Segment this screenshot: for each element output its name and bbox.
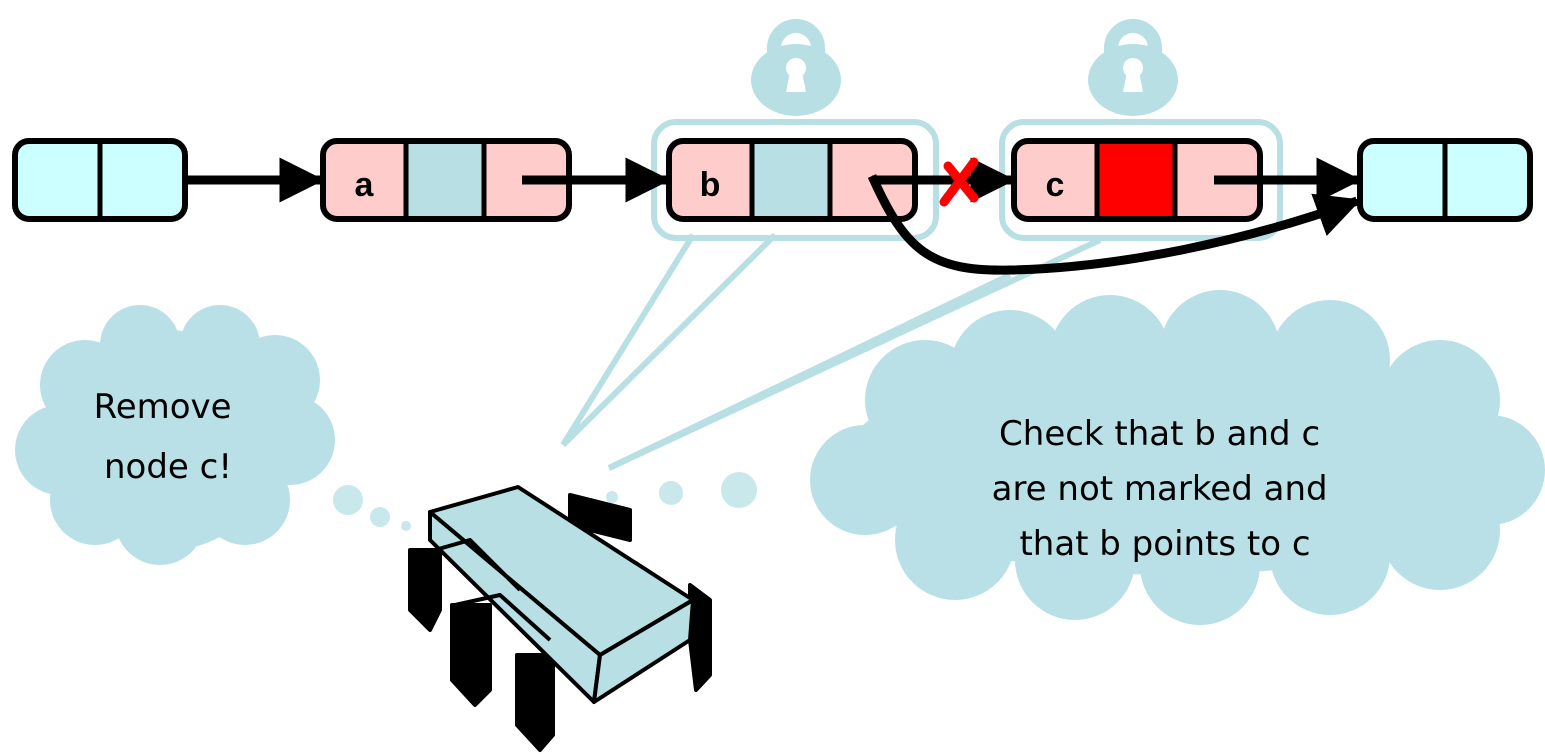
thought-cloud-right — [810, 290, 1545, 625]
lock-callouts — [560, 232, 1102, 471]
arrow-b-to-tail-new — [867, 174, 1362, 275]
node-key-a: a — [355, 166, 375, 204]
node-c: c — [1011, 138, 1263, 222]
lock-icon — [751, 19, 841, 116]
node-key-c: c — [1046, 166, 1065, 204]
mark-field-a — [406, 144, 484, 216]
thought-trail-left — [333, 485, 411, 531]
thought-right-line-1: Check that b and c — [999, 414, 1320, 454]
thought-trail-right — [606, 472, 757, 508]
thought-cloud-left — [15, 305, 335, 565]
thread-table-icon — [408, 485, 712, 752]
thought-text-left: Remove node c! — [94, 387, 243, 487]
node-head — [12, 138, 188, 222]
thought-text-right: Check that b and c are not marked and th… — [992, 414, 1339, 564]
node-tail — [1357, 138, 1533, 222]
mark-field-c — [1097, 144, 1175, 216]
thought-left-line-1: Remove — [94, 387, 232, 427]
thought-left-line-2: node c! — [104, 447, 232, 487]
mark-field-b — [752, 144, 830, 216]
thought-right-line-2: are not marked and — [992, 469, 1328, 509]
cross-icon — [939, 157, 979, 207]
node-key-b: b — [700, 166, 721, 204]
lock-icon — [1088, 19, 1178, 116]
thought-right-line-3: that b points to c — [1019, 524, 1310, 564]
